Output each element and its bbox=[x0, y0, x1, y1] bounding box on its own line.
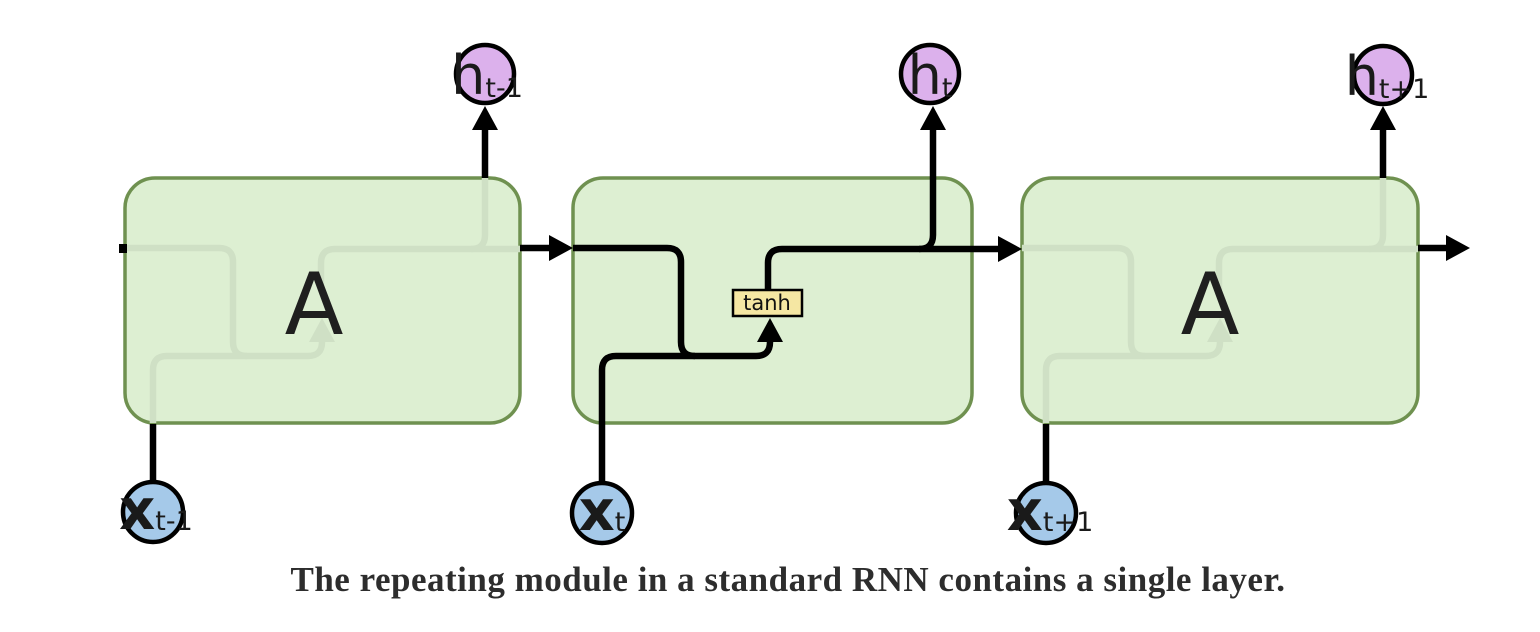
wires bbox=[149, 128, 1448, 482]
arrowhead-output-right bbox=[1446, 235, 1470, 261]
x-next-sub: t+1 bbox=[1043, 507, 1093, 538]
faint-wires-prev bbox=[125, 178, 520, 423]
h-prev-label: ht-1 bbox=[451, 44, 523, 107]
x-current-wire bbox=[598, 352, 695, 482]
arrowhead-tanh-input bbox=[757, 318, 783, 342]
h-nodes bbox=[453, 42, 1415, 107]
h-current-branch-wire bbox=[918, 128, 937, 253]
faint-wires-next bbox=[1022, 178, 1418, 423]
tanh-output-wire bbox=[764, 245, 998, 290]
faint-arrowhead-prev bbox=[309, 318, 335, 342]
cell-prev bbox=[123, 176, 522, 425]
h-current-main: h bbox=[908, 44, 942, 107]
input-wire-current bbox=[573, 244, 774, 360]
x-current-label: xt bbox=[579, 479, 626, 544]
x-prev-node bbox=[120, 479, 186, 545]
x-current-sub: t bbox=[615, 507, 626, 538]
faint-x-wire bbox=[149, 352, 247, 423]
arrowhead-cell-link-2 bbox=[998, 236, 1022, 262]
x-nodes bbox=[120, 479, 1079, 546]
arrowhead-h-next bbox=[1370, 106, 1396, 130]
x-current-node bbox=[569, 480, 635, 546]
h-current-node bbox=[898, 42, 962, 106]
tanh-label: tanh bbox=[743, 291, 791, 315]
faint-input-wire bbox=[125, 244, 326, 360]
h-next-main: h bbox=[1345, 45, 1379, 108]
h-prev-node bbox=[453, 42, 517, 106]
cell-prev-label: A bbox=[285, 255, 344, 355]
h-prev-main: h bbox=[451, 44, 485, 107]
faint-output-wire bbox=[317, 245, 520, 290]
x-prev-main: x bbox=[119, 478, 155, 543]
x-next-node bbox=[1013, 480, 1079, 546]
h-next-sub: t+1 bbox=[1379, 74, 1429, 105]
cell-next bbox=[1020, 176, 1420, 425]
arrowheads bbox=[472, 106, 1470, 342]
input-stub-prev bbox=[119, 244, 127, 253]
h-prev-sub: t-1 bbox=[485, 73, 523, 104]
arrowhead-h-current bbox=[920, 106, 946, 130]
cell-next-label: A bbox=[1181, 255, 1240, 355]
faint-arrowhead-next bbox=[1207, 318, 1233, 342]
arrowhead-h-prev bbox=[472, 106, 498, 130]
h-current-label: ht bbox=[908, 44, 953, 107]
h-next-node bbox=[1351, 43, 1415, 107]
faint-output-wire bbox=[1215, 245, 1418, 290]
x-next-label: xt+1 bbox=[1007, 479, 1094, 544]
h-current-sub: t bbox=[942, 73, 953, 104]
x-current-main: x bbox=[579, 479, 615, 544]
x-next-main: x bbox=[1007, 479, 1043, 544]
x-prev-label: xt-1 bbox=[119, 478, 193, 543]
faint-h-branch-wire bbox=[1368, 178, 1387, 253]
x-prev-sub: t-1 bbox=[155, 506, 193, 537]
faint-h-branch-wire bbox=[470, 178, 489, 253]
arrowhead-cell-link-1 bbox=[549, 235, 573, 261]
caption: The repeating module in a standard RNN c… bbox=[290, 560, 1286, 599]
tanh-box bbox=[731, 288, 804, 318]
faint-input-wire bbox=[1022, 244, 1224, 360]
h-next-label: ht+1 bbox=[1345, 45, 1430, 108]
faint-x-wire bbox=[1042, 352, 1145, 423]
